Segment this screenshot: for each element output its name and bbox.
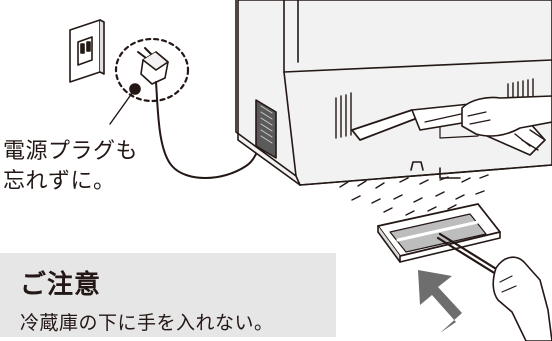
caption-line-1: 電源プラグも — [3, 139, 139, 164]
caption-plug-reminder: 電源プラグも 忘れずに。 — [3, 137, 138, 197]
wall-outlet-icon — [69, 19, 105, 83]
floor-mop-icon — [377, 203, 516, 286]
dust-lines — [339, 174, 489, 216]
plug-highlight-circle — [114, 37, 190, 103]
caption-line-2: 忘れずに。 — [3, 169, 116, 194]
power-plug-icon — [137, 47, 169, 85]
notice-title: ご注意 — [20, 270, 102, 300]
arrow-up-icon — [418, 270, 462, 333]
hand-icon — [461, 95, 552, 137]
notice-box — [0, 253, 336, 337]
hand-icon — [492, 256, 552, 341]
notice-text: 冷蔵庫の下に手を入れない。 — [20, 312, 274, 334]
refrigerator-icon — [235, 0, 552, 186]
